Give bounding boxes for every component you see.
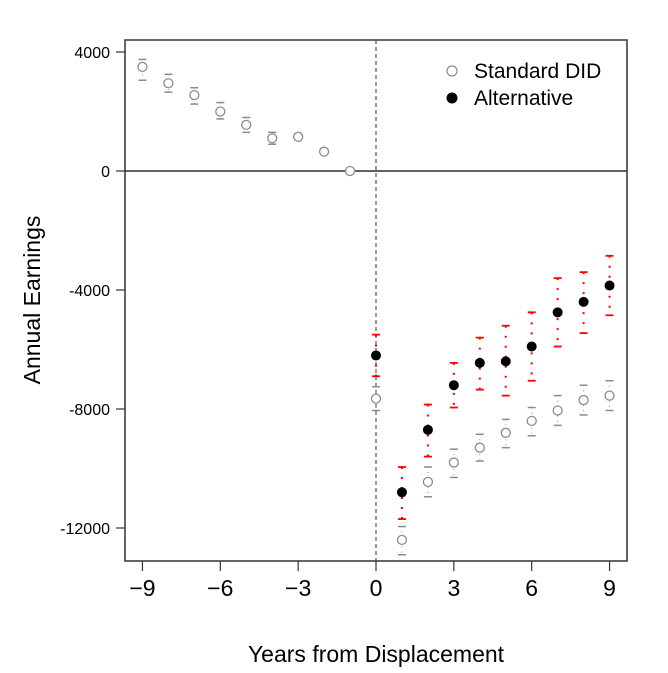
open-circle-marker [578,394,589,406]
x-tick-label: −3 [285,575,311,601]
open-circle-marker [292,131,304,142]
open-circle-marker [189,89,200,101]
filled-circle-marker [396,487,407,498]
open-circle-marker [552,405,563,416]
y-tick-label: 4000 [74,45,110,62]
filled-circle-marker [448,380,459,391]
filled-circle-marker [474,357,485,368]
filled-circle-marker [422,424,433,435]
y-axis: 4000 0 -4000 -8000 -12000 [60,45,125,538]
filled-circle-marker [371,350,381,361]
open-circle-marker [500,427,511,438]
x-tick-label: −9 [129,575,155,601]
data-series [137,58,615,556]
series-alternative [371,254,615,520]
open-circle-marker [137,61,148,73]
open-circle-marker [448,457,460,468]
y-axis-label: Annual Earnings [19,216,45,385]
open-circle-marker [267,133,278,144]
open-circle-marker [344,165,356,177]
open-circle-marker [604,390,615,401]
x-axis-label: Years from Displacement [248,641,505,667]
plot-frame [124,39,628,562]
x-tick-label: −6 [207,575,233,601]
open-circle-marker [215,106,226,117]
y-tick-label: 0 [101,164,110,181]
open-circle-marker [422,476,434,488]
y-tick-label: -8000 [69,402,110,419]
x-tick-label: 9 [603,575,616,601]
series-standard-did [137,58,615,556]
y-tick-label: -4000 [69,283,110,300]
open-circle-marker [163,78,174,89]
legend-label-alternative: Alternative [474,87,573,110]
legend-filled-circle-icon [446,92,458,104]
legend: Standard DID Alternative [446,60,601,110]
legend-open-circle-icon [446,65,458,77]
legend-label-standard: Standard DID [474,60,601,83]
filled-circle-marker [500,356,511,367]
filled-circle-marker [552,307,563,318]
filled-circle-marker [604,280,615,291]
open-circle-marker [241,119,252,131]
open-circle-marker [474,442,485,453]
open-circle-marker [370,393,382,404]
x-axis: −9 −6 −3 0 3 6 9 [129,561,616,601]
filled-circle-marker [526,341,537,352]
y-tick-label: -12000 [60,521,110,538]
reference-lines [125,40,627,561]
open-circle-marker [318,146,330,157]
open-circle-marker [396,534,408,546]
x-tick-label: 3 [447,575,460,601]
x-tick-label: 6 [525,575,538,601]
filled-circle-marker [578,296,589,307]
open-circle-marker [526,415,537,427]
x-tick-label: 0 [370,575,383,601]
